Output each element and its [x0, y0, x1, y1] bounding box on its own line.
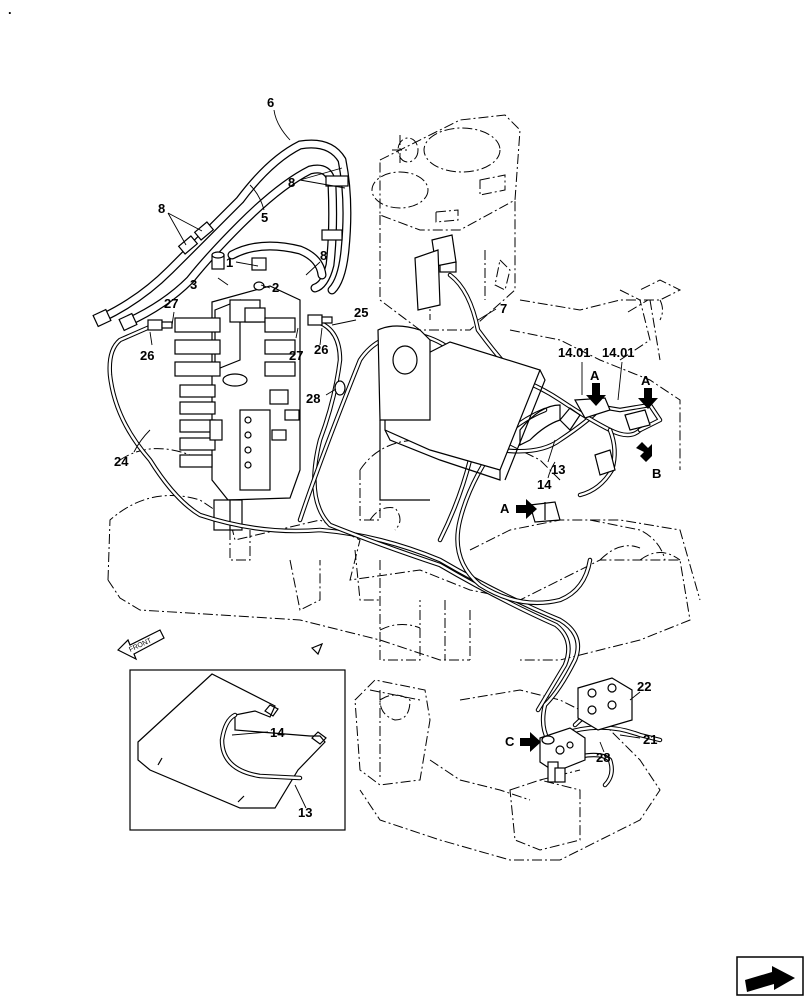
- view-a-1: A: [590, 368, 600, 383]
- inset-detail: [129, 669, 346, 831]
- view-letters: A A A B C: [500, 368, 661, 749]
- view-b: B: [652, 466, 661, 481]
- callout-14-main: 14: [537, 477, 552, 492]
- callout-6: 6: [267, 95, 274, 110]
- front-arrow: FRONT: [116, 629, 324, 661]
- next-page-arrow-icon[interactable]: [736, 956, 804, 996]
- bracket-plate: [377, 325, 651, 523]
- callout-13-main: 13: [551, 462, 565, 477]
- control-valve: [174, 285, 301, 531]
- callout-13-inset: 13: [298, 805, 312, 820]
- solenoid-valve: [539, 677, 633, 783]
- callout-22: 22: [637, 679, 651, 694]
- callout-14-01-right: 14.01: [602, 345, 635, 360]
- callout-8-top: 8: [288, 175, 295, 190]
- callout-27-left: 27: [164, 296, 178, 311]
- callout-5: 5: [261, 210, 268, 225]
- callout-27-right: 27: [289, 348, 303, 363]
- view-arrows: [516, 383, 658, 752]
- callout-24: 24: [114, 454, 129, 469]
- callout-28-top: 28: [306, 391, 320, 406]
- callout-2: 2: [272, 280, 279, 295]
- callouts: 6 8 8 5 8 1 3 2 27 7 25 26 27 26 14.01 1…: [114, 95, 657, 820]
- callout-8-left: 8: [158, 201, 165, 216]
- corner-dot: .: [8, 2, 12, 17]
- callout-14-inset: 14: [270, 725, 285, 740]
- fittings: [147, 234, 507, 396]
- main-hoses: [92, 139, 352, 332]
- frame-outline: [107, 114, 701, 861]
- callout-26-right: 26: [314, 342, 328, 357]
- callout-1: 1: [226, 255, 233, 270]
- callout-28-bottom: 28: [596, 750, 610, 765]
- view-a-3: A: [500, 501, 510, 516]
- callout-3: 3: [190, 277, 197, 292]
- callout-8-mid: 8: [320, 248, 327, 263]
- callout-21: 21: [643, 732, 657, 747]
- callout-25: 25: [354, 305, 368, 320]
- view-c: C: [505, 734, 515, 749]
- callout-26-left: 26: [140, 348, 154, 363]
- callout-7: 7: [500, 301, 507, 316]
- callout-14-01-left: 14.01: [558, 345, 591, 360]
- view-a-2: A: [641, 373, 651, 388]
- leader-lines: [133, 109, 641, 809]
